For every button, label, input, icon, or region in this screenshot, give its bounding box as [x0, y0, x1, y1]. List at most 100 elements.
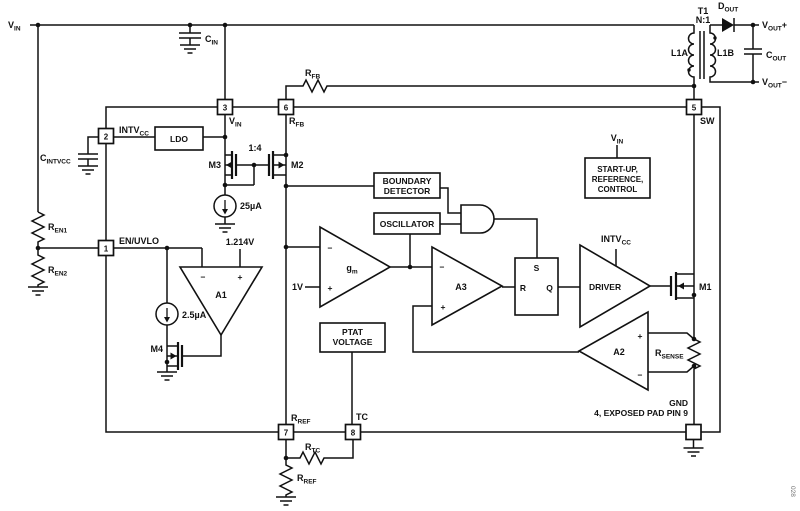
label-rfb-resistor: RFB	[305, 68, 320, 81]
gm-minus-sign: −	[328, 243, 333, 253]
ldo-block	[154, 126, 204, 151]
label-l1a: L1A	[671, 48, 689, 58]
resistor-ren1	[30, 211, 46, 248]
label-pin8-tc: TC	[356, 412, 368, 422]
winding-l1a	[687, 25, 695, 100]
transformer-output	[687, 18, 762, 100]
ground-ren2	[28, 286, 48, 296]
label-pin7-rref: RREF	[291, 413, 311, 426]
a3-section	[412, 245, 579, 353]
latch-s-label: S	[534, 263, 540, 273]
a2-plus-sign: +	[638, 331, 643, 341]
label-a1: A1	[215, 290, 227, 300]
label-a2: A2	[613, 347, 625, 357]
capacitor-cout	[744, 25, 762, 83]
m2-arrow	[278, 161, 285, 169]
label-ren1: REN1	[48, 222, 68, 235]
pin-2-box	[97, 127, 115, 145]
label-pin1-enuvlo: EN/UVLO	[119, 236, 159, 246]
resistor-rsense	[686, 338, 702, 425]
sr-latch-block	[514, 257, 559, 316]
label-m4: M4	[150, 344, 163, 354]
label-pin3-vin: VIN	[229, 116, 242, 129]
label-m2: M2	[291, 160, 304, 170]
a2-neg-wire	[648, 365, 695, 373]
m1-arrow	[678, 282, 684, 290]
ic-boundary	[105, 106, 721, 433]
a3-minus-sign: −	[440, 262, 445, 272]
pin-8-box	[344, 423, 362, 441]
label-startup-line1: START-UP,	[597, 165, 638, 174]
pin-5-box	[685, 98, 703, 116]
a2-minus-sign: −	[638, 370, 643, 380]
a1-minus-sign: −	[201, 272, 206, 282]
label-oscillator: OSCILLATOR	[380, 219, 434, 229]
bottom-externals	[276, 439, 354, 506]
label-rref-resistor: RREF	[297, 473, 317, 486]
label-ptat-line1: PTAT	[342, 327, 364, 337]
pin-1-number: 1	[104, 245, 109, 254]
junction-dots	[35, 22, 756, 461]
figure-number: 028	[789, 486, 796, 497]
label-ren2: REN2	[48, 265, 68, 278]
winding-l1b	[709, 25, 753, 83]
label-t1: T1	[698, 6, 709, 16]
label-25ua: 25µA	[240, 201, 262, 211]
pin-1-box	[97, 239, 115, 257]
latch-r-label: R	[520, 283, 526, 293]
sense-section	[577, 310, 702, 425]
label-pin6-rfb: RFB	[289, 116, 304, 129]
exposed-pad-box	[685, 423, 702, 441]
label-l1b: L1B	[717, 48, 735, 58]
label-m3: M3	[208, 160, 221, 170]
label-a3: A3	[455, 282, 467, 292]
a1-output-wire	[182, 335, 222, 357]
pin-8-number: 8	[351, 429, 356, 438]
gnd-pad-section	[683, 439, 704, 457]
gm-plus-sign: +	[328, 283, 333, 293]
capacitor-cin	[179, 25, 201, 45]
label-startup-line2: REFERENCE,	[592, 175, 644, 184]
pin-7-box	[277, 423, 295, 441]
comparator-a1	[178, 266, 264, 337]
label-ldo: LDO	[170, 134, 188, 144]
ground-m4	[157, 371, 177, 381]
boundary-detector-block	[373, 172, 441, 199]
label-vref: 1.214V	[226, 237, 255, 247]
and-to-s-wire	[494, 218, 538, 258]
logic-section	[286, 172, 538, 267]
capacitor-cintvcc	[78, 136, 99, 166]
a3-pos-wire	[412, 305, 579, 353]
label-pin5-sw: SW	[700, 116, 715, 126]
l1b-polarity-dot	[713, 36, 717, 40]
label-startup-line3: CONTROL	[598, 185, 638, 194]
pin-5-number: 5	[692, 104, 697, 113]
label-vin-input: VIN	[8, 20, 21, 33]
pin-3-number: 3	[223, 104, 228, 113]
label-vout-plus: VOUT+	[762, 20, 787, 33]
startup-block	[584, 157, 651, 199]
pin-6-box	[277, 98, 295, 116]
ground-25ua	[215, 223, 235, 233]
driver-amp	[579, 243, 652, 329]
m3-arrow	[226, 161, 232, 169]
label-vout-minus: VOUT−	[762, 77, 787, 90]
resistor-ren2	[30, 248, 46, 287]
label-driver-intvcc: INTVCC	[601, 234, 631, 247]
mirror-diode-tie	[225, 165, 255, 186]
label-m1: M1	[699, 282, 712, 292]
ground-cin	[180, 44, 200, 54]
ptat-section	[319, 322, 386, 425]
ground-rref	[276, 496, 296, 506]
label-cout: COUT	[766, 50, 786, 63]
comparator-a3	[431, 245, 504, 327]
current-source-25ua-arrowhead	[222, 209, 228, 215]
label-mirror-ratio: 1:4	[248, 143, 261, 153]
label-rsense: RSENSE	[655, 348, 684, 361]
latch-driver-section	[514, 114, 695, 339]
ptat-block	[319, 322, 386, 353]
input-rail	[28, 24, 694, 296]
pin-boxes	[97, 98, 703, 441]
en-wire	[113, 247, 203, 267]
